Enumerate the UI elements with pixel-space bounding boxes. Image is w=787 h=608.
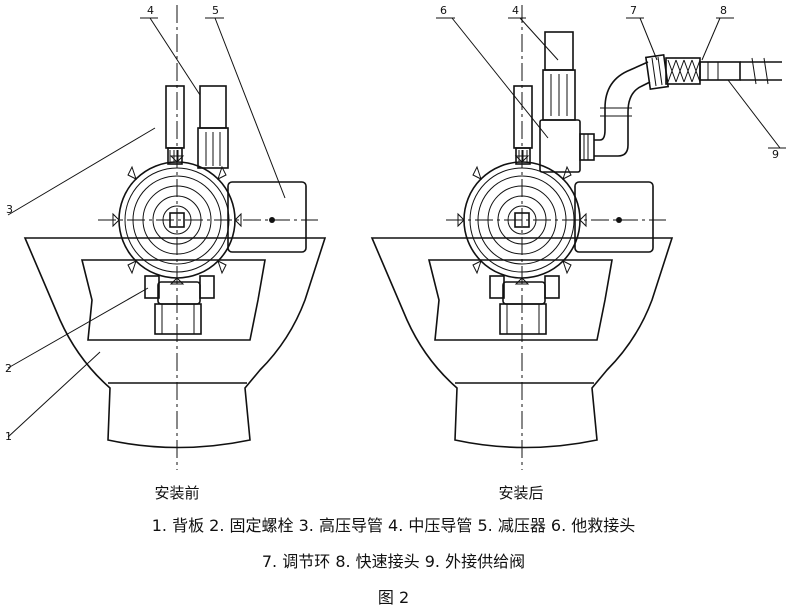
- reducer-body: [227, 181, 307, 253]
- rescue-joint: [539, 119, 595, 173]
- callout-7: 7: [630, 4, 637, 17]
- fixing-bolt-assembly: [489, 275, 560, 335]
- legend-line-2: 7. 调节环 8. 快速接头 9. 外接供给阀: [261, 552, 526, 571]
- regulating-ring: [644, 53, 670, 91]
- caption-before-installation: 安装前: [154, 484, 200, 502]
- callout-8: 8: [720, 4, 727, 17]
- back-plate-outline: [370, 237, 674, 449]
- high-pressure-tube: [513, 85, 533, 165]
- callout-3: 3: [6, 203, 13, 216]
- figure-title: 图 2: [377, 588, 410, 607]
- callout-4-left: 4: [147, 4, 154, 17]
- high-pressure-tube: [165, 85, 185, 165]
- technical-drawing: 3 2 1 4 5: [5, 4, 786, 470]
- callout-5: 5: [212, 4, 219, 17]
- external-supply-valve: [740, 57, 782, 85]
- reducer-body: [574, 181, 654, 253]
- callout-2: 2: [5, 362, 12, 375]
- back-plate-outline: [23, 237, 327, 449]
- view-after-installation: [370, 5, 786, 470]
- view-before-installation: [7, 5, 327, 470]
- fixing-bolt-assembly: [144, 275, 215, 335]
- callout-9: 9: [772, 148, 779, 161]
- callout-4-right: 4: [512, 4, 519, 17]
- medium-pressure-tube: [197, 85, 229, 169]
- caption-after-installation: 安装后: [498, 484, 544, 502]
- back-plate-inner-cut: [80, 259, 266, 341]
- quick-connector: [665, 57, 741, 85]
- legend-line-1: 1. 背板 2. 固定螺栓 3. 高压导管 4. 中压导管 5. 减压器 6. …: [151, 516, 636, 535]
- medium-pressure-tube: [542, 31, 576, 121]
- bent-supply-hose: [594, 61, 651, 157]
- callout-6: 6: [440, 4, 447, 17]
- callout-1: 1: [5, 430, 12, 443]
